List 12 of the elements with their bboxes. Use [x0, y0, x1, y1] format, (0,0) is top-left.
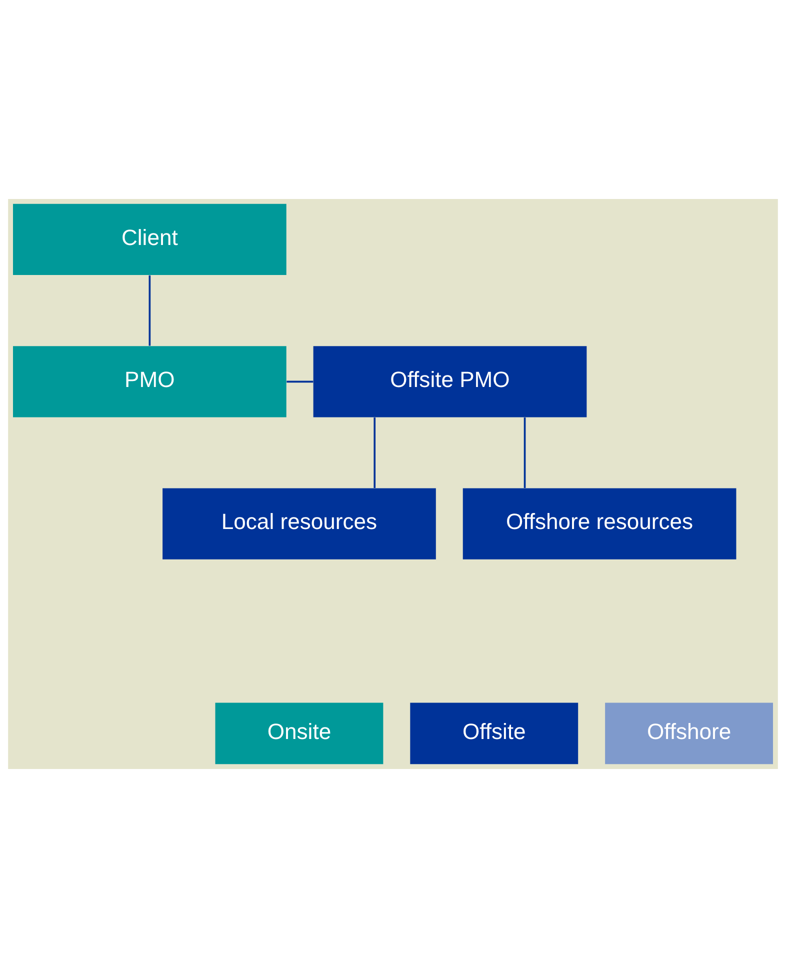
connector	[148, 274, 151, 346]
node-box: Local resources	[162, 488, 436, 559]
node-box: Offsite PMO	[313, 346, 587, 417]
legend-label: Offshore	[646, 718, 732, 744]
connector	[374, 417, 376, 488]
legend-label: Onsite	[267, 718, 332, 744]
legend-label: Offsite	[462, 718, 526, 744]
connector	[524, 417, 526, 488]
node-box: Client	[13, 203, 286, 274]
node-box: PMO	[13, 346, 286, 417]
connector	[286, 380, 314, 382]
node-box: Offshore resources	[462, 488, 736, 559]
